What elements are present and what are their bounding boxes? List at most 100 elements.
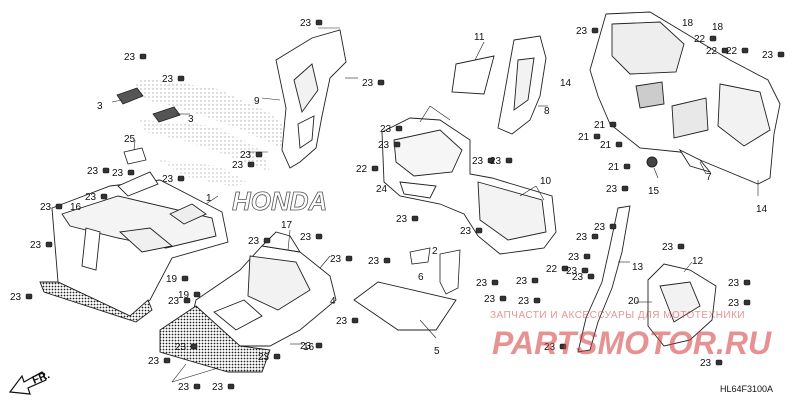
bolt-icon [741, 47, 749, 54]
callout-23: 23 [85, 192, 97, 203]
callout-7: 7 [706, 172, 712, 183]
part-12-side-guard [647, 263, 717, 347]
bolt-icon [371, 165, 379, 172]
bolt-icon [395, 125, 403, 132]
part-6-bracket [439, 249, 461, 295]
callout-3: 3 [97, 101, 103, 112]
bolt-icon [177, 75, 185, 82]
bolt-icon [227, 383, 235, 390]
bolt-icon [193, 383, 201, 390]
callout-22: 22 [706, 46, 718, 57]
callout-23: 23 [10, 292, 22, 303]
callout-23: 23 [728, 298, 740, 309]
bolt-icon [139, 53, 147, 60]
bolt-icon [777, 51, 785, 58]
callout-10: 10 [540, 176, 552, 187]
part-9-side-cover [275, 29, 347, 169]
callout-23: 23 [568, 252, 580, 263]
bolt-icon [591, 27, 599, 34]
callout-23: 23 [175, 342, 187, 353]
callout-23: 23 [300, 18, 312, 29]
bolt-icon [315, 233, 323, 240]
callout-22: 22 [694, 34, 706, 45]
bolt-icon [487, 157, 495, 164]
callout-18: 18 [682, 18, 694, 29]
callout-23: 23 [162, 174, 174, 185]
callout-23: 23 [762, 50, 774, 61]
part-13-rod-bracket [577, 205, 631, 353]
bolt-icon [345, 255, 353, 262]
callout-23: 23 [594, 222, 606, 233]
bolt-icon [591, 233, 599, 240]
bolt-icon [383, 257, 391, 264]
bolt-icon [721, 47, 729, 54]
bolt-icon [715, 359, 723, 366]
diagram-code: HL64F3100A [720, 384, 773, 394]
callout-24: 24 [376, 184, 388, 195]
bolt-icon [351, 317, 359, 324]
bolt-icon [181, 275, 189, 282]
callout-23: 23 [87, 166, 99, 177]
callout-20: 20 [628, 296, 640, 307]
callout-23: 23 [258, 352, 270, 363]
bolt-icon [475, 227, 483, 234]
bolt-icon [561, 265, 569, 272]
callout-6: 6 [418, 272, 424, 283]
bolt-icon [55, 203, 63, 210]
callout-23: 23 [700, 358, 712, 369]
bolt-icon [743, 299, 751, 306]
callout-23: 23 [518, 296, 530, 307]
bolt-icon [193, 291, 201, 298]
callout-23: 23 [476, 278, 488, 289]
watermark: ЗАПЧАСТИ И АКСЕССУАРЫ ДЛЯ МОТОТЕХНИКИ PA… [490, 310, 772, 361]
part-8-pillar-cover [497, 35, 547, 135]
bolt-icon [100, 193, 108, 200]
bolt-icon [533, 297, 541, 304]
callout-23: 23 [728, 278, 740, 289]
callout-23: 23 [30, 240, 42, 251]
bolt-icon [531, 277, 539, 284]
callout-12: 12 [692, 256, 704, 267]
bolt-icon [491, 279, 499, 286]
part-25-clip [123, 147, 147, 165]
bolt-icon [581, 267, 589, 274]
callout-23: 23 [516, 276, 528, 287]
bolt-icon [559, 343, 567, 350]
bolt-icon [247, 161, 255, 168]
callout-23: 23 [300, 341, 312, 352]
bolt-icon [499, 295, 507, 302]
bolt-icon [609, 223, 617, 230]
part-15-grommet [646, 156, 658, 168]
callout-14: 14 [756, 204, 768, 215]
callout-16: 16 [70, 202, 82, 213]
callout-21: 21 [578, 132, 590, 143]
part-11-label [451, 55, 495, 95]
callout-23: 23 [576, 26, 588, 37]
callout-23: 23 [368, 256, 380, 267]
front-label: FR. [31, 369, 52, 387]
bolt-icon [25, 293, 33, 300]
bolt-icon [411, 215, 419, 222]
callout-23: 23 [148, 356, 160, 367]
callout-18: 18 [712, 22, 724, 33]
callout-19: 19 [178, 290, 190, 301]
callout-3: 3 [188, 114, 194, 125]
bolt-icon [263, 237, 271, 244]
watermark-tagline: ЗАПЧАСТИ И АКСЕССУАРЫ ДЛЯ МОТОТЕХНИКИ [490, 310, 745, 321]
part-4-lower-floor-panel [159, 231, 337, 373]
callout-23: 23 [662, 242, 674, 253]
callout-22: 22 [356, 164, 368, 175]
bolt-icon [183, 297, 191, 304]
bolt-symbols [25, 19, 785, 390]
callout-23: 23 [40, 202, 52, 213]
callout-23: 23 [240, 150, 252, 161]
bolt-icon [190, 343, 198, 350]
callout-16: 16 [303, 342, 315, 353]
bolt-icon [393, 141, 401, 148]
callout-11: 11 [474, 32, 485, 43]
callout-21: 21 [600, 140, 612, 151]
callout-21: 21 [594, 120, 606, 131]
callout-23: 23 [576, 232, 588, 243]
callout-23: 23 [380, 124, 392, 135]
part-5-mat [353, 281, 457, 331]
